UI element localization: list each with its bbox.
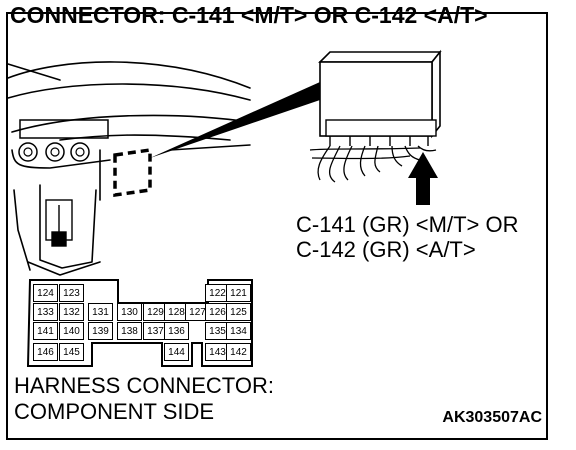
display-panel bbox=[19, 119, 109, 139]
gear-console bbox=[39, 184, 97, 269]
pin-124: 124 bbox=[33, 284, 58, 302]
pin-121: 121 bbox=[226, 284, 251, 302]
dashboard-upper-edge bbox=[7, 83, 251, 101]
pin-131: 131 bbox=[88, 303, 113, 321]
dashboard-lower-edge bbox=[11, 114, 251, 133]
figure-code: AK303507AC bbox=[442, 409, 542, 426]
left-console bbox=[13, 189, 31, 271]
ecu-location-marker bbox=[113, 147, 152, 198]
pin-136: 136 bbox=[164, 322, 189, 340]
console-base bbox=[27, 261, 101, 276]
pin-146: 146 bbox=[33, 343, 58, 361]
connector-arrow bbox=[408, 152, 438, 205]
knob-center bbox=[45, 142, 65, 162]
harness-label-line1: HARNESS CONNECTOR: bbox=[14, 373, 274, 398]
pin-133: 133 bbox=[33, 303, 58, 321]
pin-141: 141 bbox=[33, 322, 58, 340]
knob-left bbox=[18, 142, 38, 162]
connector-label-line2: C-142 (GR) <A/T> bbox=[296, 237, 476, 262]
pin-144: 144 bbox=[164, 343, 189, 361]
pin-130: 130 bbox=[117, 303, 142, 321]
knob-right bbox=[70, 142, 90, 162]
pin-132: 132 bbox=[59, 303, 84, 321]
knob-center-inner bbox=[50, 147, 60, 157]
pin-128: 128 bbox=[164, 303, 189, 321]
wire-harness bbox=[309, 145, 437, 183]
pin-145: 145 bbox=[59, 343, 84, 361]
knob-right-inner bbox=[75, 147, 85, 157]
windshield-line bbox=[7, 63, 61, 81]
center-panel bbox=[11, 149, 111, 169]
ecu-unit bbox=[318, 49, 442, 146]
harness-label-line2: COMPONENT SIDE bbox=[14, 399, 215, 424]
pin-139: 139 bbox=[88, 322, 113, 340]
pin-125: 125 bbox=[226, 303, 251, 321]
pin-140: 140 bbox=[59, 322, 84, 340]
glovebox-lines bbox=[99, 144, 251, 201]
pin-142: 142 bbox=[226, 343, 251, 361]
connector-label-line1: C-141 (GR) <M/T> OR bbox=[296, 212, 519, 237]
diagram-title: CONNECTOR: C-141 <M/T> OR C-142 <A/T> bbox=[10, 2, 488, 28]
leader-beam bbox=[150, 82, 320, 158]
figure-frame bbox=[6, 12, 548, 440]
shift-knob bbox=[51, 231, 67, 247]
pin-123: 123 bbox=[59, 284, 84, 302]
pin-138: 138 bbox=[117, 322, 142, 340]
pin-134: 134 bbox=[226, 322, 251, 340]
knob-left-inner bbox=[23, 147, 33, 157]
